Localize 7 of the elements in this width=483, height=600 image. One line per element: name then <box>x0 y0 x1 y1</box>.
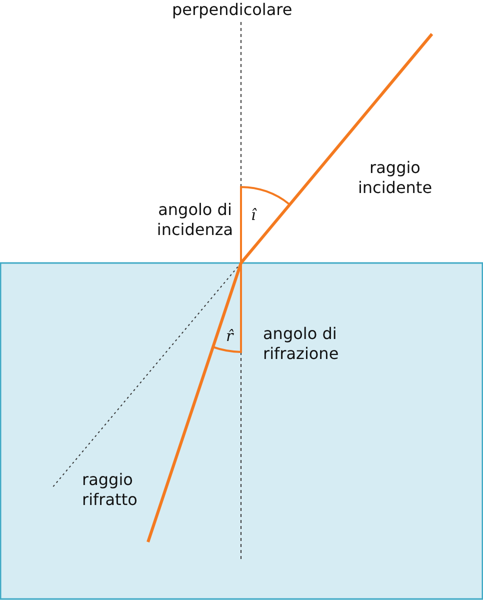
angle-symbol: î <box>251 205 256 225</box>
angle-symbol: r̂ <box>226 326 234 346</box>
text-label: angolo di incidenza <box>156 200 234 240</box>
text-label: angolo di rifrazione <box>263 324 340 364</box>
text-label: perpendicolare <box>172 0 292 20</box>
text-label: raggio incidente <box>356 158 434 198</box>
text-label: raggio rifratto <box>82 470 138 510</box>
